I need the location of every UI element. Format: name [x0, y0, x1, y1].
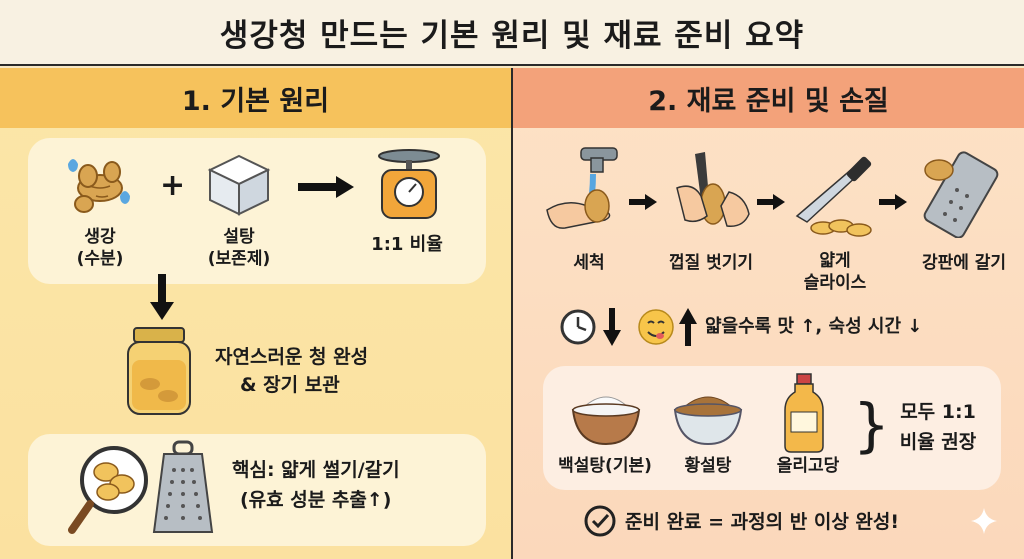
jar-icon — [127, 327, 191, 415]
result-label-2: & 장기 보관 — [240, 374, 340, 396]
step-grate-label: 강판에 갈기 — [921, 253, 1007, 273]
principles-panel: 1. 기본 원리 생강 (수분) + 설탕 (보존제) 1:1 비율 — [0, 68, 511, 559]
header: 생강청 만드는 기본 원리 및 재료 준비 요약 — [0, 0, 1024, 66]
faucet-icon — [546, 147, 618, 229]
done-label: 준비 완료 = 과정의 반 이상 완성! — [625, 511, 900, 533]
ratio-label: 1:1 비율 — [371, 234, 443, 255]
sugar-type-label-1: 백설탕(기본) — [558, 456, 652, 476]
scale-icon — [378, 149, 440, 219]
sugar-ratio-label-2: 비율 권장 — [899, 431, 977, 453]
step-wash-label: 세척 — [573, 253, 605, 273]
grater-icon — [152, 440, 214, 533]
knife-icon — [795, 156, 872, 237]
ginger-sub-label: (수분) — [76, 249, 124, 269]
step-slice-label-1: 얇게 — [819, 251, 851, 271]
peeling-icon — [676, 152, 750, 227]
sparkle-icon — [971, 508, 997, 534]
principles-heading: 1. 기본 원리 — [0, 68, 511, 128]
check-circle-icon — [584, 505, 616, 537]
brace-icon: } — [853, 391, 890, 459]
ginger-label: 생강 — [84, 227, 116, 247]
yummy-face-icon — [638, 309, 674, 345]
up-small-arrow-icon — [679, 308, 697, 346]
step-arrow-1-icon — [629, 194, 657, 210]
sugar-type-label-3: 올리고당 — [776, 456, 840, 476]
right-arrow-icon — [298, 176, 354, 198]
clock-icon — [560, 309, 596, 345]
down-small-arrow-icon — [603, 308, 621, 346]
plus-icon: + — [160, 168, 186, 203]
panel-divider — [511, 68, 513, 559]
sugar-type-label-2: 황설탕 — [684, 456, 732, 476]
sugar-cube-icon — [207, 154, 271, 216]
preparation-heading: 2. 재료 준비 및 손질 — [513, 68, 1024, 128]
white-sugar-bowl-icon — [571, 396, 641, 446]
step-arrow-3-icon — [879, 194, 907, 210]
sugar-label: 설탕 — [223, 227, 255, 247]
grating-icon — [923, 151, 999, 238]
magnifier-icon — [68, 446, 148, 534]
tip-label-2: (유효 성분 추출↑) — [240, 489, 392, 511]
down-arrow-icon — [150, 274, 174, 320]
step-peel-label: 껍질 벗기기 — [668, 253, 754, 273]
preparation-panel: 2. 재료 준비 및 손질 세척 껍질 벗기기 얇게 슬라이스 — [513, 68, 1024, 559]
ginger-icon — [68, 159, 130, 213]
oligosaccharide-bottle-icon — [784, 373, 824, 453]
page-title: 생강청 만드는 기본 원리 및 재료 준비 요약 — [219, 17, 805, 54]
result-label-1: 자연스러운 청 완성 — [215, 346, 369, 368]
tip-label-1: 핵심: 얇게 썰기/갈기 — [232, 459, 400, 481]
step-slice-label-2: 슬라이스 — [803, 273, 867, 293]
step-arrow-2-icon — [757, 194, 785, 210]
thin-note: 얇을수록 맛 ↑, 숙성 시간 ↓ — [705, 316, 923, 337]
sugar-sub-label: (보존제) — [207, 249, 271, 269]
brown-sugar-bowl-icon — [673, 396, 743, 446]
sugar-ratio-label-1: 모두 1:1 — [900, 401, 976, 423]
